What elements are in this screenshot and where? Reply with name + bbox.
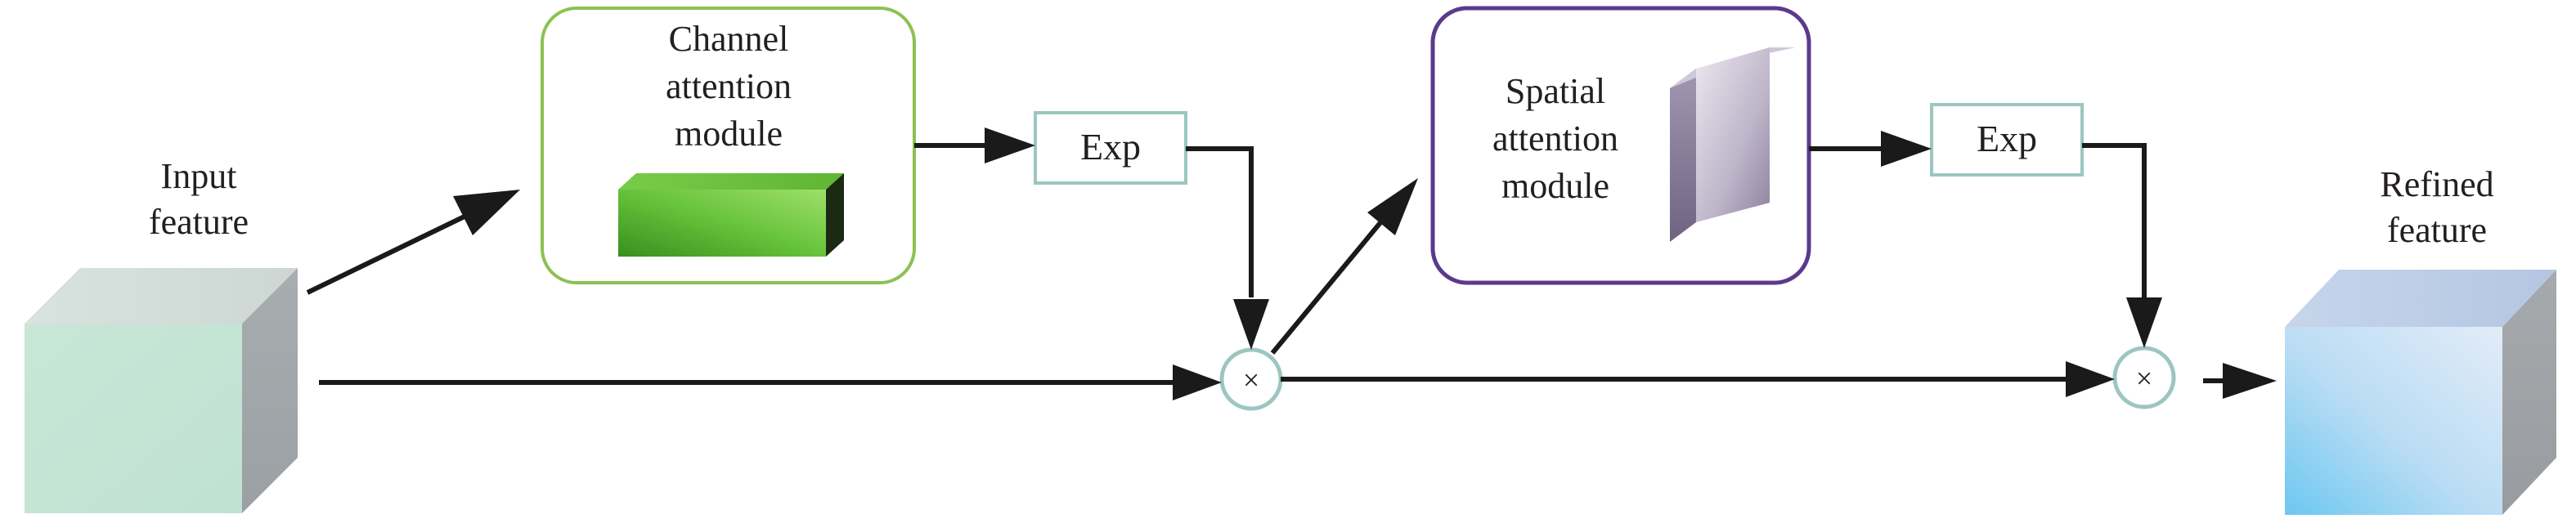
- exp-box-2-label: Exp: [1977, 118, 2037, 159]
- multiply-node-2-symbol: ×: [2136, 362, 2152, 395]
- green-block-front: [618, 190, 826, 257]
- green-block-side: [826, 173, 844, 257]
- arrowhead-to-multiply-1: [1173, 364, 1222, 400]
- arrowhead-to-exp-1: [985, 127, 1035, 163]
- refined-feature-label-line1: Refined: [2380, 164, 2493, 204]
- connectors: [306, 143, 2226, 385]
- spatial-module-label-line3: module: [1501, 166, 1609, 206]
- input-cube-top: [25, 268, 298, 324]
- exp-box-2: [1930, 103, 2084, 177]
- green-block-top: [618, 173, 844, 190]
- multiply-node-1-symbol: ×: [1243, 364, 1259, 396]
- input-feature-cube: [25, 268, 298, 513]
- refined-feature-label-line2: feature: [2387, 210, 2487, 250]
- channel-module-label-line3: module: [675, 114, 783, 154]
- line-input-to-channel: [306, 212, 471, 295]
- arrowhead-to-spatial: [1367, 178, 1418, 235]
- refined-cube-top: [2285, 270, 2556, 327]
- exp-box-1: [1034, 111, 1187, 185]
- purple-slab-side: [1670, 69, 1696, 242]
- arrowhead-exp-2-down: [2126, 297, 2162, 348]
- exp-box-1-label: Exp: [1080, 126, 1141, 168]
- spatial-module-label-line2: attention: [1492, 118, 1618, 159]
- refined-cube-front: [2285, 327, 2502, 515]
- spatial-module-label-line1: Spatial: [1506, 71, 1605, 111]
- input-feature-label-line1: Input: [161, 156, 237, 196]
- line-exp-1-to-multiply-1: [1186, 146, 1254, 297]
- line-multiply-1-to-spatial: [1270, 219, 1384, 355]
- arrowhead-exp-1-down: [1233, 299, 1269, 350]
- arrowheads: [453, 127, 2277, 400]
- arrowhead-to-refined: [2223, 363, 2277, 399]
- spatial-attention-slab: [1670, 47, 1796, 242]
- purple-slab-face: [1696, 47, 1770, 222]
- input-feature-label-line2: feature: [149, 202, 249, 242]
- channel-module-label-line2: attention: [666, 66, 792, 106]
- refined-feature-cube: [2285, 270, 2556, 515]
- arrowhead-to-exp-2: [1881, 131, 1932, 167]
- channel-attention-block: [618, 173, 844, 257]
- arrowhead-to-channel: [453, 190, 520, 235]
- input-cube-front: [25, 324, 242, 513]
- channel-module-label-line1: Channel: [669, 19, 789, 59]
- input-cube-side: [242, 268, 298, 513]
- refined-cube-side: [2502, 270, 2556, 515]
- line-exp-2-to-multiply-2: [2082, 143, 2147, 297]
- arrowhead-to-multiply-2: [2066, 361, 2115, 397]
